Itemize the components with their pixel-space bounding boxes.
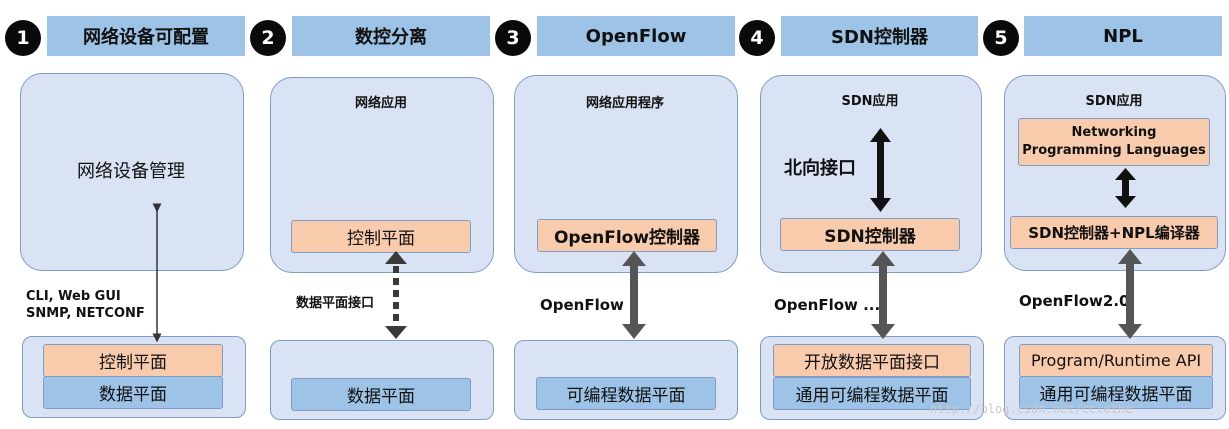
management-panel: [20, 73, 244, 271]
header-1: 网络设备可配置: [47, 16, 245, 56]
step-number-3: 3: [495, 20, 531, 56]
openflow-arrow-3: [622, 251, 646, 339]
programmable-data-plane-box-3: 可编程数据平面: [536, 377, 716, 410]
data-plane-box-1: 数据平面: [43, 376, 223, 409]
step-number-1: 1: [5, 20, 41, 56]
network-program-label: 网络应用程序: [585, 96, 664, 111]
openflow-controller-box: OpenFlow控制器: [537, 219, 717, 252]
watermark: http://blog.csdn.net/cclethe: [930, 402, 1133, 416]
interface-label-5: OpenFlow2.0: [1019, 292, 1130, 310]
openflow2-arrow: [1118, 249, 1142, 339]
northbound-arrow: [870, 128, 891, 212]
step-number-2: 2: [250, 20, 286, 56]
sdn-controller-npl-box: SDN控制器+NPL编译器: [1010, 216, 1218, 249]
sdn-app-label-4: SDN应用: [841, 94, 899, 109]
interface-label-3: OpenFlow: [540, 296, 624, 314]
npl-languages-box: Networking Programming Languages: [1018, 118, 1210, 166]
control-plane-box-1: 控制平面: [43, 344, 223, 377]
header-4: SDN控制器: [781, 16, 978, 56]
step-number-5: 5: [983, 20, 1019, 56]
interface-label-2: 数据平面接口: [296, 296, 375, 311]
generic-programmable-plane-box-4: 通用可编程数据平面: [773, 377, 971, 410]
header-2: 数控分离: [292, 16, 490, 56]
interface-label-1: CLI, Web GUI SNMP, NETCONF: [26, 289, 145, 321]
sdn-app-label-5: SDN应用: [1085, 94, 1143, 109]
northbound-label: 北向接口: [784, 158, 856, 179]
open-data-plane-interface-box: 开放数据平面接口: [773, 344, 971, 377]
control-plane-box-2: 控制平面: [291, 220, 471, 253]
sdn-controller-box-4: SDN控制器: [780, 218, 960, 251]
npl-compile-arrow: [1115, 168, 1136, 208]
header-3: OpenFlow: [537, 16, 735, 56]
header-5: NPL: [1024, 16, 1222, 56]
data-plane-box-2: 数据平面: [291, 378, 471, 411]
generic-programmable-plane-box-5: 通用可编程数据平面: [1019, 376, 1213, 409]
interface-label-4: OpenFlow ...: [774, 296, 881, 314]
openflow-arrow-4: [871, 251, 895, 339]
program-runtime-api-box: Program/Runtime API: [1019, 344, 1213, 377]
data-plane-interface-arrow: [385, 251, 407, 339]
network-app-label: 网络应用: [354, 96, 407, 111]
management-label: 网络设备管理: [77, 161, 185, 182]
step-number-4: 4: [739, 20, 775, 56]
